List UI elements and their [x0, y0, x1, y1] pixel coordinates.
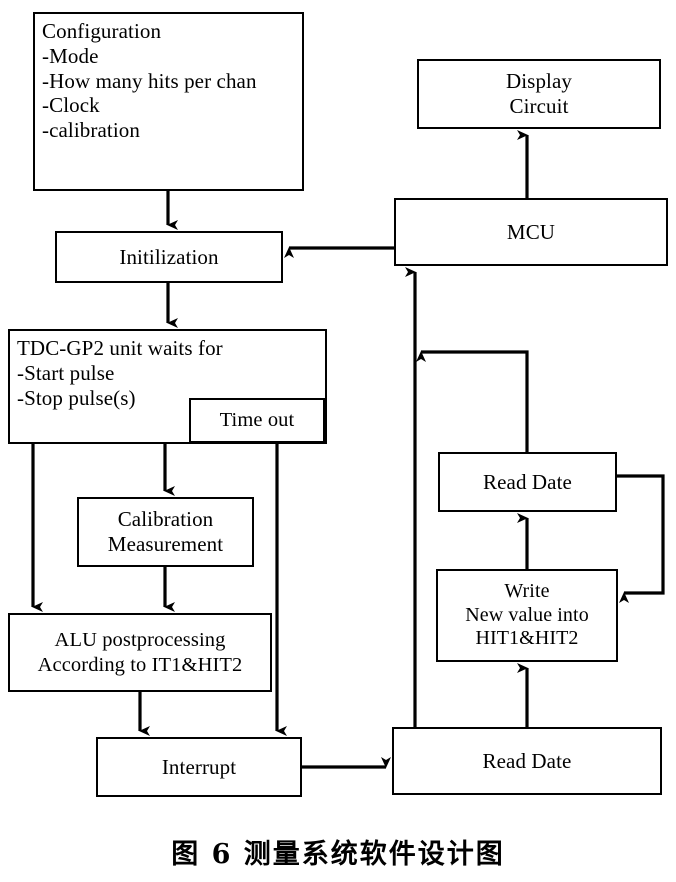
edge-readdate-middle-loop-to-write — [617, 474, 665, 603]
edge-readdate-middle-to-mcu-riser — [416, 350, 529, 452]
node-read-date-middle-label: Read Date — [483, 469, 572, 494]
node-read-date-bottom-label: Read Date — [482, 748, 572, 773]
node-display-circuit[interactable]: Display Circuit — [417, 59, 661, 129]
node-time-out[interactable]: Time out — [189, 398, 325, 443]
node-calibration-measurement-label: Calibration Measurement — [107, 507, 224, 556]
node-tdc-gp2[interactable]: TDC-GP2 unit waits for -Start pulse -Sto… — [8, 329, 327, 444]
node-mcu[interactable]: MCU — [394, 198, 668, 266]
node-write-new-value[interactable]: Write New value into HIT1&HIT2 — [436, 569, 618, 662]
node-configuration-label: Configuration -Mode -How many hits per c… — [42, 19, 257, 143]
node-time-out-label: Time out — [219, 409, 295, 432]
node-read-date-middle[interactable]: Read Date — [438, 452, 617, 512]
node-alu-postprocessing-label: ALU postprocessing According to IT1&HIT2 — [37, 629, 243, 676]
node-read-date-bottom[interactable]: Read Date — [392, 727, 662, 795]
node-write-new-value-label: Write New value into HIT1&HIT2 — [465, 580, 589, 650]
node-initilization-label: Initilization — [119, 244, 219, 269]
figure-caption: 图 6 测量系统软件设计图 — [171, 839, 505, 870]
node-configuration[interactable]: Configuration -Mode -How many hits per c… — [33, 12, 304, 191]
node-display-circuit-label: Display Circuit — [505, 69, 573, 118]
node-initilization[interactable]: Initilization — [55, 231, 283, 283]
node-mcu-label: MCU — [506, 219, 556, 244]
node-tdc-gp2-label: TDC-GP2 unit waits for -Start pulse -Sto… — [17, 336, 223, 410]
node-calibration-measurement[interactable]: Calibration Measurement — [77, 497, 254, 567]
node-interrupt[interactable]: Interrupt — [96, 737, 302, 797]
node-alu-postprocessing[interactable]: ALU postprocessing According to IT1&HIT2 — [8, 613, 272, 692]
node-interrupt-label: Interrupt — [161, 754, 237, 779]
